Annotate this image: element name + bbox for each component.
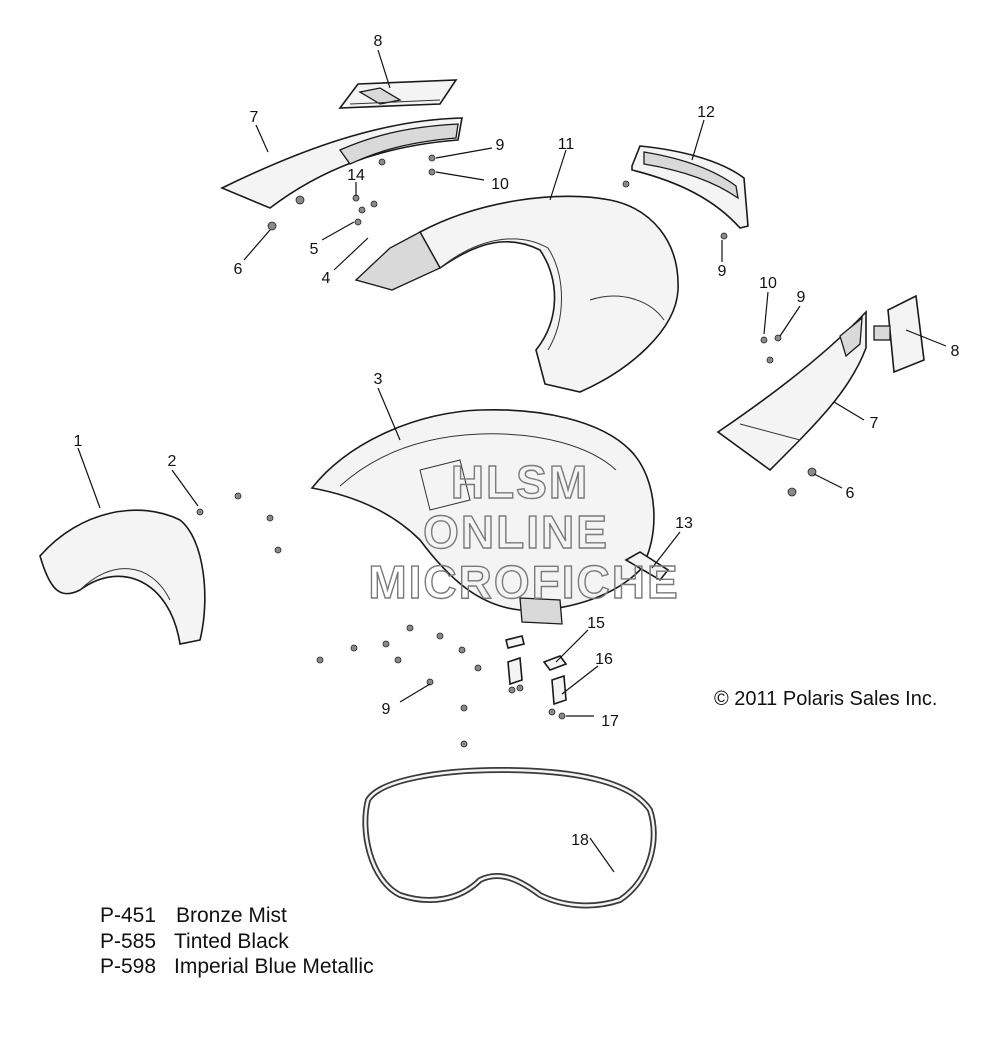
callout-11: 11 <box>558 136 575 153</box>
part-8-right-latch <box>873 294 925 374</box>
paint-code-2-code: P-585 <box>100 930 156 953</box>
part-3-saddlebag-base <box>310 408 655 625</box>
paint-code-legend: P-451 Bronze Mist P-585 Tinted Black P-5… <box>100 904 374 978</box>
callout-5: 5 <box>310 241 319 258</box>
callout-7-right: 7 <box>870 415 879 432</box>
callout-9-top: 9 <box>496 137 505 154</box>
paint-code-3-name: Imperial Blue Metallic <box>174 955 374 978</box>
callout-16: 16 <box>595 651 613 668</box>
callout-8-right: 8 <box>951 343 960 360</box>
hardware-fasteners <box>196 154 817 748</box>
part-7-right-trim <box>716 309 867 472</box>
callout-6-right: 6 <box>846 485 855 502</box>
callout-9-bottom: 9 <box>382 701 391 718</box>
callout-14: 14 <box>347 167 365 184</box>
paint-code-3-code: P-598 <box>100 955 156 978</box>
leader-lines <box>77 49 947 873</box>
part-12-right-latch <box>631 145 749 229</box>
callout-3: 3 <box>374 371 383 388</box>
part-18-seal <box>362 766 657 909</box>
part-8-top-latch <box>338 79 458 109</box>
part-7-left-trim <box>220 117 463 209</box>
callout-1: 1 <box>74 433 83 450</box>
callout-8-top: 8 <box>374 33 383 50</box>
part-1-side-cover <box>39 509 206 645</box>
watermark-line-1: HLSM <box>451 456 589 508</box>
callout-17: 17 <box>601 713 619 730</box>
watermark-line-3: MICROFICHE <box>368 556 679 608</box>
part-11-lid <box>354 195 679 393</box>
callout-2: 2 <box>168 453 177 470</box>
callout-9-mid: 9 <box>718 263 727 280</box>
watermark: HLSM ONLINE MICROFICHE <box>368 455 679 608</box>
callout-9-right: 9 <box>797 289 806 306</box>
paint-code-1-code: P-451 <box>100 904 156 927</box>
callout-13: 13 <box>675 515 693 532</box>
callout-4: 4 <box>322 270 331 287</box>
callout-12: 12 <box>697 104 715 121</box>
callout-10-top: 10 <box>491 176 509 193</box>
callout-labels: 8 7 9 10 11 12 14 5 6 4 9 10 9 8 3 7 1 2… <box>74 33 960 849</box>
callout-6-left: 6 <box>234 261 243 278</box>
callout-18: 18 <box>571 832 589 849</box>
part-13-bracket <box>624 551 670 582</box>
part-15-bracket <box>505 635 568 671</box>
paint-code-1-name: Bronze Mist <box>176 904 287 927</box>
callout-15: 15 <box>587 615 605 632</box>
copyright-notice: © 2011 Polaris Sales Inc. <box>714 688 937 710</box>
callout-7-left: 7 <box>250 109 259 126</box>
watermark-line-2: ONLINE <box>423 506 609 558</box>
part-16-bracket <box>507 656 567 706</box>
callout-10-right: 10 <box>759 275 777 292</box>
paint-code-2-name: Tinted Black <box>174 930 289 953</box>
